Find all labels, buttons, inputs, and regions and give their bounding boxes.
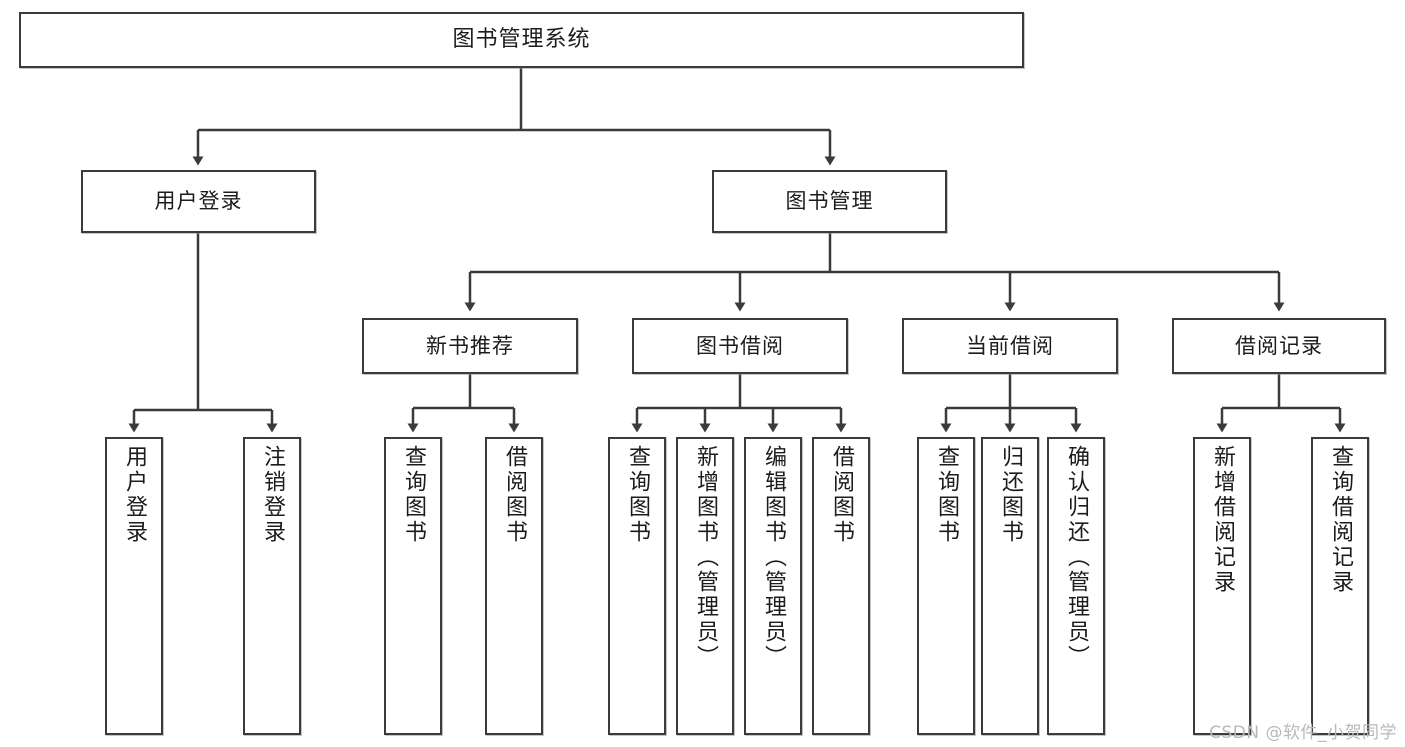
- node-leaf-query-borrow-record[interactable]: 查询借阅记录: [1311, 437, 1369, 735]
- node-leaf-return-book[interactable]: 归还图书: [981, 437, 1039, 735]
- node-leaf-logout[interactable]: 注销登录: [243, 437, 301, 735]
- node-label: 查询图书: [934, 445, 959, 545]
- node-label: 当前借阅: [966, 333, 1054, 358]
- node-leaf-user-login[interactable]: 用户登录: [105, 437, 163, 735]
- node-leaf-query-book-new[interactable]: 查询图书: [384, 437, 442, 735]
- node-label: 新书推荐: [426, 333, 514, 358]
- node-label: 用户登录: [154, 189, 243, 214]
- node-label: 图书管理系统: [452, 27, 591, 53]
- node-label: 借阅图书: [502, 445, 527, 545]
- csdn-watermark: CSDN @软件_小贺同学: [1209, 723, 1397, 743]
- node-label: 借阅记录: [1235, 333, 1323, 358]
- node-borrow-record[interactable]: 借阅记录: [1172, 318, 1386, 374]
- node-new-book-recommend[interactable]: 新书推荐: [362, 318, 578, 374]
- node-leaf-borrow-book-new[interactable]: 借阅图书: [485, 437, 543, 735]
- node-label: 图书管理: [785, 189, 874, 214]
- node-label: 归还图书: [998, 445, 1023, 545]
- node-leaf-add-borrow-record[interactable]: 新增借阅记录: [1193, 437, 1251, 735]
- node-label: 注销登录: [260, 445, 285, 545]
- node-user-login[interactable]: 用户登录: [81, 170, 316, 233]
- node-leaf-query-book[interactable]: 查询图书: [608, 437, 666, 735]
- node-book-management[interactable]: 图书管理: [712, 170, 947, 233]
- node-leaf-edit-book-admin[interactable]: 编辑图书（管理员）: [744, 437, 802, 735]
- node-label: 借阅图书: [829, 445, 854, 545]
- node-leaf-query-book-current[interactable]: 查询图书: [917, 437, 975, 735]
- node-label: 查询图书: [625, 445, 650, 545]
- node-current-borrow[interactable]: 当前借阅: [902, 318, 1118, 374]
- node-label: 新增借阅记录: [1210, 445, 1235, 595]
- node-leaf-borrow-book[interactable]: 借阅图书: [812, 437, 870, 735]
- node-label: 确认归还（管理员）: [1064, 445, 1089, 670]
- node-book-borrow[interactable]: 图书借阅: [632, 318, 848, 374]
- node-leaf-confirm-return-admin[interactable]: 确认归还（管理员）: [1047, 437, 1105, 735]
- node-label: 图书借阅: [696, 333, 784, 358]
- node-label: 编辑图书（管理员）: [761, 445, 786, 670]
- node-root-system[interactable]: 图书管理系统: [19, 12, 1024, 68]
- node-label: 新增图书（管理员）: [693, 445, 718, 670]
- node-leaf-add-book-admin[interactable]: 新增图书（管理员）: [676, 437, 734, 735]
- node-label: 查询图书: [401, 445, 426, 545]
- node-label: 用户登录: [122, 445, 147, 545]
- node-label: 查询借阅记录: [1328, 445, 1353, 595]
